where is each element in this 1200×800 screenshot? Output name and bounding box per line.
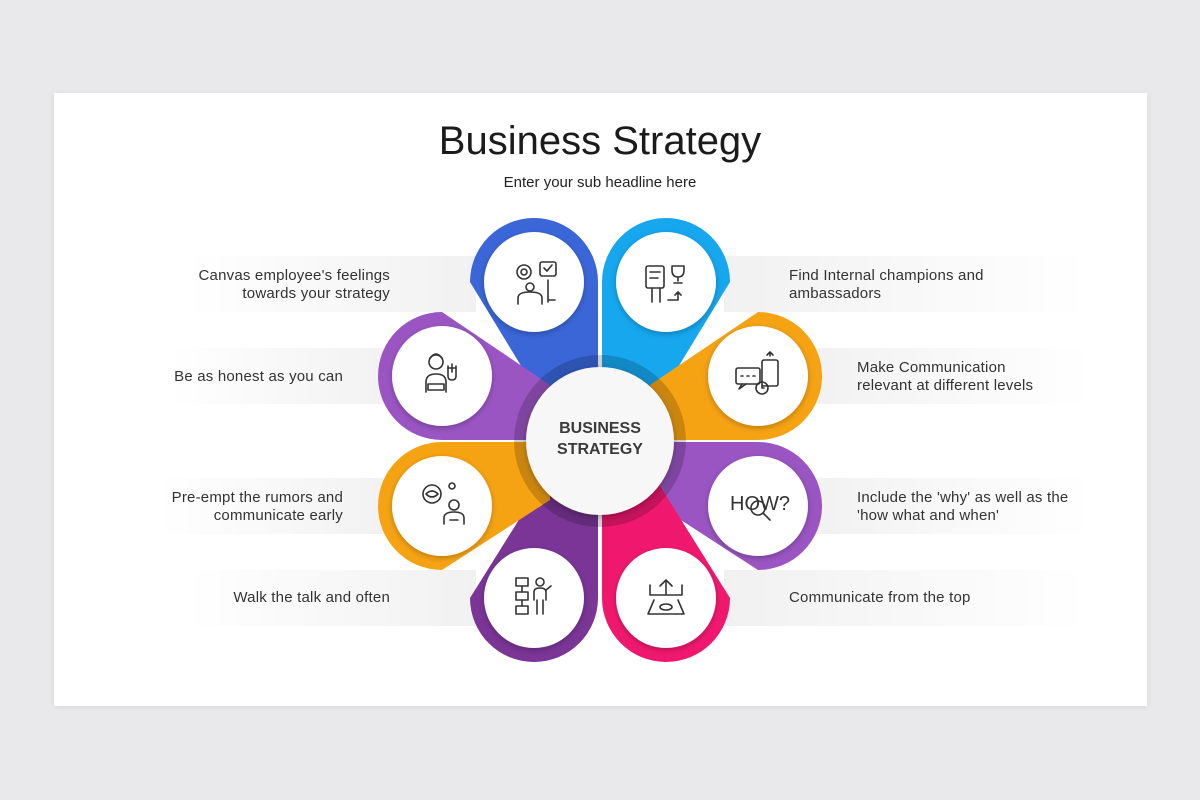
center-circle (526, 367, 674, 515)
label-band-honest (170, 348, 400, 404)
page-title: Business Strategy (438, 119, 762, 163)
petal-label-top: Communicate from the top (789, 589, 971, 606)
label-band-preempt (160, 478, 400, 534)
label-band-why (800, 478, 1090, 534)
strategy-person-icon (516, 261, 557, 305)
petal-label-walk: Walk the talk and often (233, 589, 390, 606)
svg-text:HOW?: HOW? (730, 493, 790, 515)
label-band-canvas (186, 256, 476, 312)
label-band-walk (186, 570, 476, 626)
trophy-board-icon (645, 265, 685, 303)
icon-circle-top (616, 548, 716, 648)
icon-circle-preempt (392, 456, 492, 556)
petal-label-why: Include the 'why' as well as the'how wha… (857, 489, 1069, 524)
upload-podium-icon (647, 579, 685, 615)
icon-circle-why (708, 456, 808, 556)
label-band-champions (724, 256, 1089, 312)
oath-person-icon (425, 353, 457, 393)
icon-circle-champions (616, 232, 716, 332)
presenter-icon (515, 577, 552, 615)
speech-person-icon (422, 482, 465, 525)
icon-circle-canvas (484, 232, 584, 332)
center-label: BUSINESS STRATEGY (557, 420, 643, 458)
label-band-top (724, 570, 1089, 626)
chat-devices-icon (735, 351, 779, 395)
label-band-relevant (800, 348, 1090, 404)
how-magnifier-icon: HOW? (730, 493, 790, 521)
petal-label-honest: Be as honest as you can (174, 368, 343, 385)
icon-circle-relevant (708, 326, 808, 426)
page-subtitle: Enter your sub headline here (503, 174, 697, 191)
